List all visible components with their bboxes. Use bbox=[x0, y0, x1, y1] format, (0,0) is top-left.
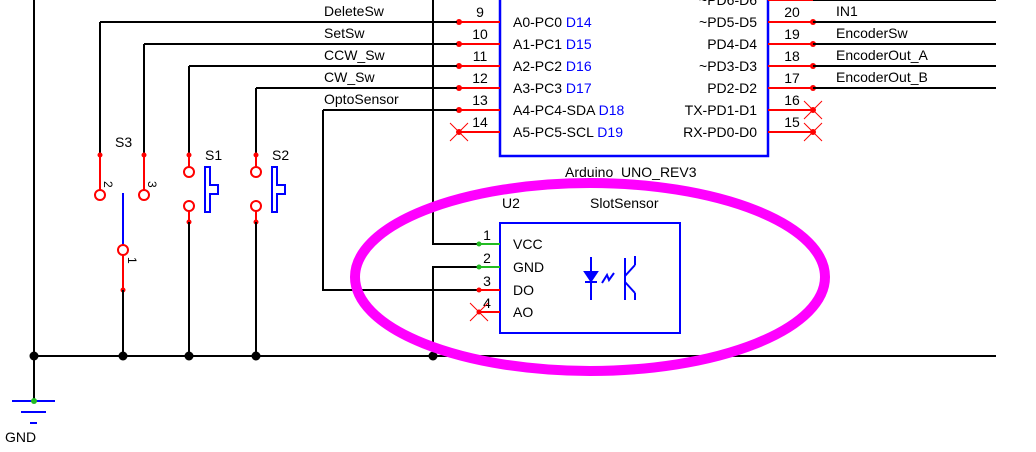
u2-value: SlotSensor bbox=[590, 195, 659, 211]
pin-dnum: D17 bbox=[566, 80, 592, 96]
s3-ref: S3 bbox=[115, 134, 132, 150]
pin-dnum: D15 bbox=[566, 36, 592, 52]
net-label: EncoderOut_B bbox=[836, 69, 928, 85]
s3-pin2-label: 2 bbox=[101, 181, 115, 188]
pin-number: 14 bbox=[472, 114, 488, 130]
pin-number: 19 bbox=[784, 26, 800, 42]
u2-pin-4[interactable]: 4AO bbox=[469, 295, 533, 322]
pin-name: A5-PC5-SCL D19 bbox=[513, 124, 623, 140]
u2-ref: U2 bbox=[502, 195, 520, 211]
s1-ref: S1 bbox=[205, 147, 222, 163]
arduino-pin-9[interactable]: 9A0-PC0 D14 DeleteSw bbox=[100, 3, 592, 30]
s3-pin3-label: 3 bbox=[145, 181, 159, 188]
net-label: SetSw bbox=[324, 25, 365, 41]
pin-name: PD2-D2 bbox=[707, 80, 757, 96]
switch-s1[interactable]: S1 bbox=[183, 147, 222, 356]
switch-s3[interactable]: S3 2 3 1 bbox=[94, 134, 159, 356]
pin-name: A1-PC1 D15 bbox=[513, 36, 592, 52]
u2-pin-3[interactable]: 3DO bbox=[476, 273, 535, 298]
net-label: EncoderSw bbox=[836, 25, 908, 41]
gnd-label: GND bbox=[5, 429, 36, 445]
net-label: OptoSensor bbox=[324, 91, 399, 107]
pin-name: VCC bbox=[513, 236, 543, 252]
pin-number: 3 bbox=[483, 273, 491, 289]
pin-number: 12 bbox=[472, 70, 488, 86]
pin-number: 17 bbox=[784, 70, 800, 86]
highlight-ellipse bbox=[350, 178, 830, 376]
s2-ref: S2 bbox=[272, 147, 289, 163]
pin-number: 1 bbox=[483, 227, 491, 243]
pin-name: ~PD3-D3 bbox=[699, 58, 757, 74]
pin-name: A0-PC0 D14 bbox=[513, 14, 592, 30]
pin-number: 16 bbox=[784, 92, 800, 108]
pin-name: TX-PD1-D1 bbox=[685, 102, 758, 118]
pin-dnum: D19 bbox=[597, 124, 623, 140]
arduino-name: Arduino_UNO_REV3 bbox=[565, 164, 697, 180]
pushbutton-icon bbox=[204, 166, 219, 213]
pin-number: 13 bbox=[472, 92, 488, 108]
switch-s2[interactable]: S2 bbox=[250, 147, 289, 356]
pin-number: 11 bbox=[473, 48, 488, 64]
wire-optosensor[interactable] bbox=[322, 110, 478, 291]
pushbutton-icon bbox=[271, 166, 286, 213]
pin-dnum: D18 bbox=[599, 102, 625, 118]
net-label: CW_Sw bbox=[324, 69, 375, 85]
pin-number: 18 bbox=[784, 48, 800, 64]
arduino-body[interactable] bbox=[498, 0, 770, 158]
s3-pin1-label: 1 bbox=[125, 257, 139, 264]
pin-number: 15 bbox=[784, 114, 800, 130]
pin-name: AO bbox=[513, 304, 533, 320]
net-label: IN1 bbox=[836, 3, 858, 19]
pin-name: A3-PC3 D17 bbox=[513, 80, 592, 96]
arduino-pin-20[interactable]: 20 ~PD5-D5 IN1 bbox=[699, 3, 996, 30]
wire-vcc[interactable] bbox=[432, 0, 478, 245]
pin-number: 10 bbox=[472, 26, 488, 42]
pin-dnum: D14 bbox=[566, 14, 592, 30]
arduino-pin-top-right: ~PD6-D6 bbox=[699, 0, 757, 8]
pin-name: RX-PD0-D0 bbox=[683, 124, 757, 140]
arduino-pin-18[interactable]: 18 ~PD3-D3 EncoderOut_A bbox=[699, 47, 996, 74]
ground-symbol-icon bbox=[12, 398, 55, 424]
net-label: EncoderOut_A bbox=[836, 47, 928, 63]
pin-name: GND bbox=[513, 259, 544, 275]
pin-number: 20 bbox=[784, 4, 800, 20]
pin-name: ~PD5-D5 bbox=[699, 14, 757, 30]
pin-number: 2 bbox=[483, 250, 491, 266]
pin-name: A2-PC2 D16 bbox=[513, 58, 592, 74]
pin-number: 9 bbox=[476, 4, 484, 20]
optocoupler-icon bbox=[583, 256, 636, 300]
pin-name: A4-PC4-SDA D18 bbox=[513, 102, 624, 118]
pin-dnum: D16 bbox=[566, 58, 592, 74]
net-label: DeleteSw bbox=[324, 3, 385, 19]
pin-number: 4 bbox=[483, 295, 491, 311]
wire-u2-gnd[interactable] bbox=[432, 266, 478, 356]
net-label: CCW_Sw bbox=[324, 47, 386, 63]
pin-name: PD4-D4 bbox=[707, 36, 757, 52]
pin-name: DO bbox=[513, 282, 534, 298]
